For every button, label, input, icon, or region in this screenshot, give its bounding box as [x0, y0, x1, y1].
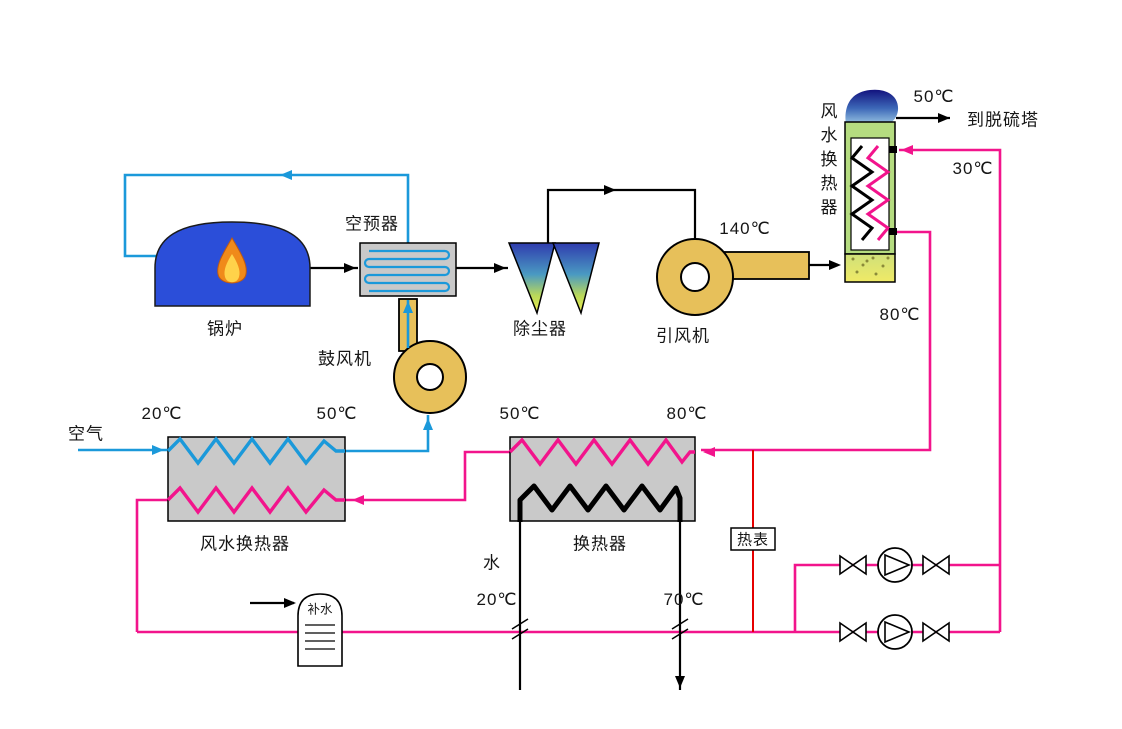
makeup-water-tank	[297, 593, 343, 667]
arrowhead	[280, 170, 292, 180]
air-preheater-label: 空预器	[345, 214, 399, 234]
air-flow-arrows	[152, 170, 433, 455]
air-water-exchanger	[166, 436, 346, 522]
arrowhead	[901, 145, 913, 155]
clean-gas-plume	[845, 89, 899, 127]
heat-meter-label: 热表	[736, 531, 770, 549]
id-fan-outlet-duct	[723, 251, 810, 280]
dust-collector	[507, 242, 600, 316]
awx-air-coil	[166, 436, 345, 466]
air-preheater	[359, 242, 457, 297]
fgw-bottom-nozzle	[889, 228, 897, 235]
flame-inner-icon	[224, 254, 240, 283]
valve-icon-lower-right	[922, 621, 950, 643]
makeup-water-label: 补水	[307, 602, 333, 617]
hot-air-recirculation-pipe	[123, 173, 410, 258]
arrowhead	[284, 598, 296, 608]
arrowhead	[403, 301, 413, 313]
awx-water-coil	[166, 485, 345, 515]
valve-icon-lower-left	[839, 621, 867, 643]
valve-icon-upper-left	[839, 554, 867, 576]
water-flow-arrows	[352, 145, 913, 505]
dust-hopper-left	[507, 242, 556, 316]
pump-station	[839, 547, 950, 650]
pump-impeller-upper	[884, 553, 912, 577]
flue-dust-specks	[851, 256, 890, 276]
fgw-top-nozzle	[889, 146, 897, 153]
stack-outlet-temp: 50℃	[913, 87, 955, 106]
arrowhead	[675, 676, 685, 688]
return-water-riser-pipe	[899, 148, 1002, 632]
arrowhead	[344, 263, 356, 273]
heat-meter-box	[730, 527, 776, 551]
arrowhead	[829, 260, 841, 270]
arrowhead	[494, 263, 506, 273]
makeup-tank-body	[297, 593, 343, 667]
id-fan-hub	[680, 262, 710, 292]
arrowhead	[152, 445, 164, 455]
arrowhead	[703, 447, 715, 457]
forced-draft-fan-label: 鼓风机	[318, 349, 372, 369]
water-heat-exchanger	[508, 436, 696, 522]
to-desulfurization-label: 到脱硫塔	[967, 110, 1039, 130]
air-inlet-label: 空气	[68, 424, 104, 444]
supply-water-pipe-80	[701, 230, 932, 452]
boiler-label: 锅炉	[207, 319, 243, 339]
water-out-temp: 70℃	[663, 590, 705, 609]
makeup-tank-level-lines	[305, 624, 335, 650]
blower-hub	[416, 363, 444, 391]
supply-water-temp: 80℃	[879, 305, 921, 324]
arrowhead	[604, 185, 616, 195]
awx-air-in-temp: 20℃	[141, 404, 183, 423]
whx-hot-in-temp: 80℃	[666, 404, 708, 423]
arrowhead	[938, 113, 950, 123]
fgw-gas-coil	[849, 145, 875, 241]
pipe-crossing-marks	[511, 618, 689, 640]
induced-draft-fan	[656, 238, 810, 316]
valve-icon-upper-right	[922, 554, 950, 576]
dust-hopper-right	[551, 242, 600, 316]
fgw-water-coil	[865, 145, 891, 241]
whx-label: 换热器	[573, 534, 627, 554]
interexchanger-pipe	[345, 450, 510, 502]
arrowhead	[423, 418, 433, 430]
air-exchanger-outlet-pipe	[135, 498, 168, 632]
preheater-coil	[363, 249, 451, 293]
flue-gas-water-exchanger	[844, 89, 899, 283]
pump-impeller-lower	[884, 620, 912, 644]
whx-hot-out-temp: 50℃	[499, 404, 541, 423]
flue-gas-temp: 140℃	[719, 219, 771, 238]
boiler	[154, 221, 311, 307]
whx-hot-coil	[508, 437, 695, 467]
induced-draft-fan-label: 引风机	[656, 326, 710, 346]
forced-draft-fan	[393, 298, 467, 414]
awx-air-out-temp: 50℃	[316, 404, 358, 423]
fgw-exchanger-label: 风水换热器	[817, 102, 837, 222]
awx-label: 风水换热器	[200, 534, 290, 554]
dust-to-fan-duct	[546, 188, 697, 243]
whx-water-coil	[517, 483, 683, 522]
return-water-temp: 30℃	[952, 159, 994, 178]
water-inlet-label: 水	[483, 553, 501, 573]
dust-collector-label: 除尘器	[513, 319, 567, 339]
water-in-temp: 20℃	[476, 590, 518, 609]
flue-flow-arrows	[284, 113, 950, 688]
arrowhead	[352, 495, 364, 505]
